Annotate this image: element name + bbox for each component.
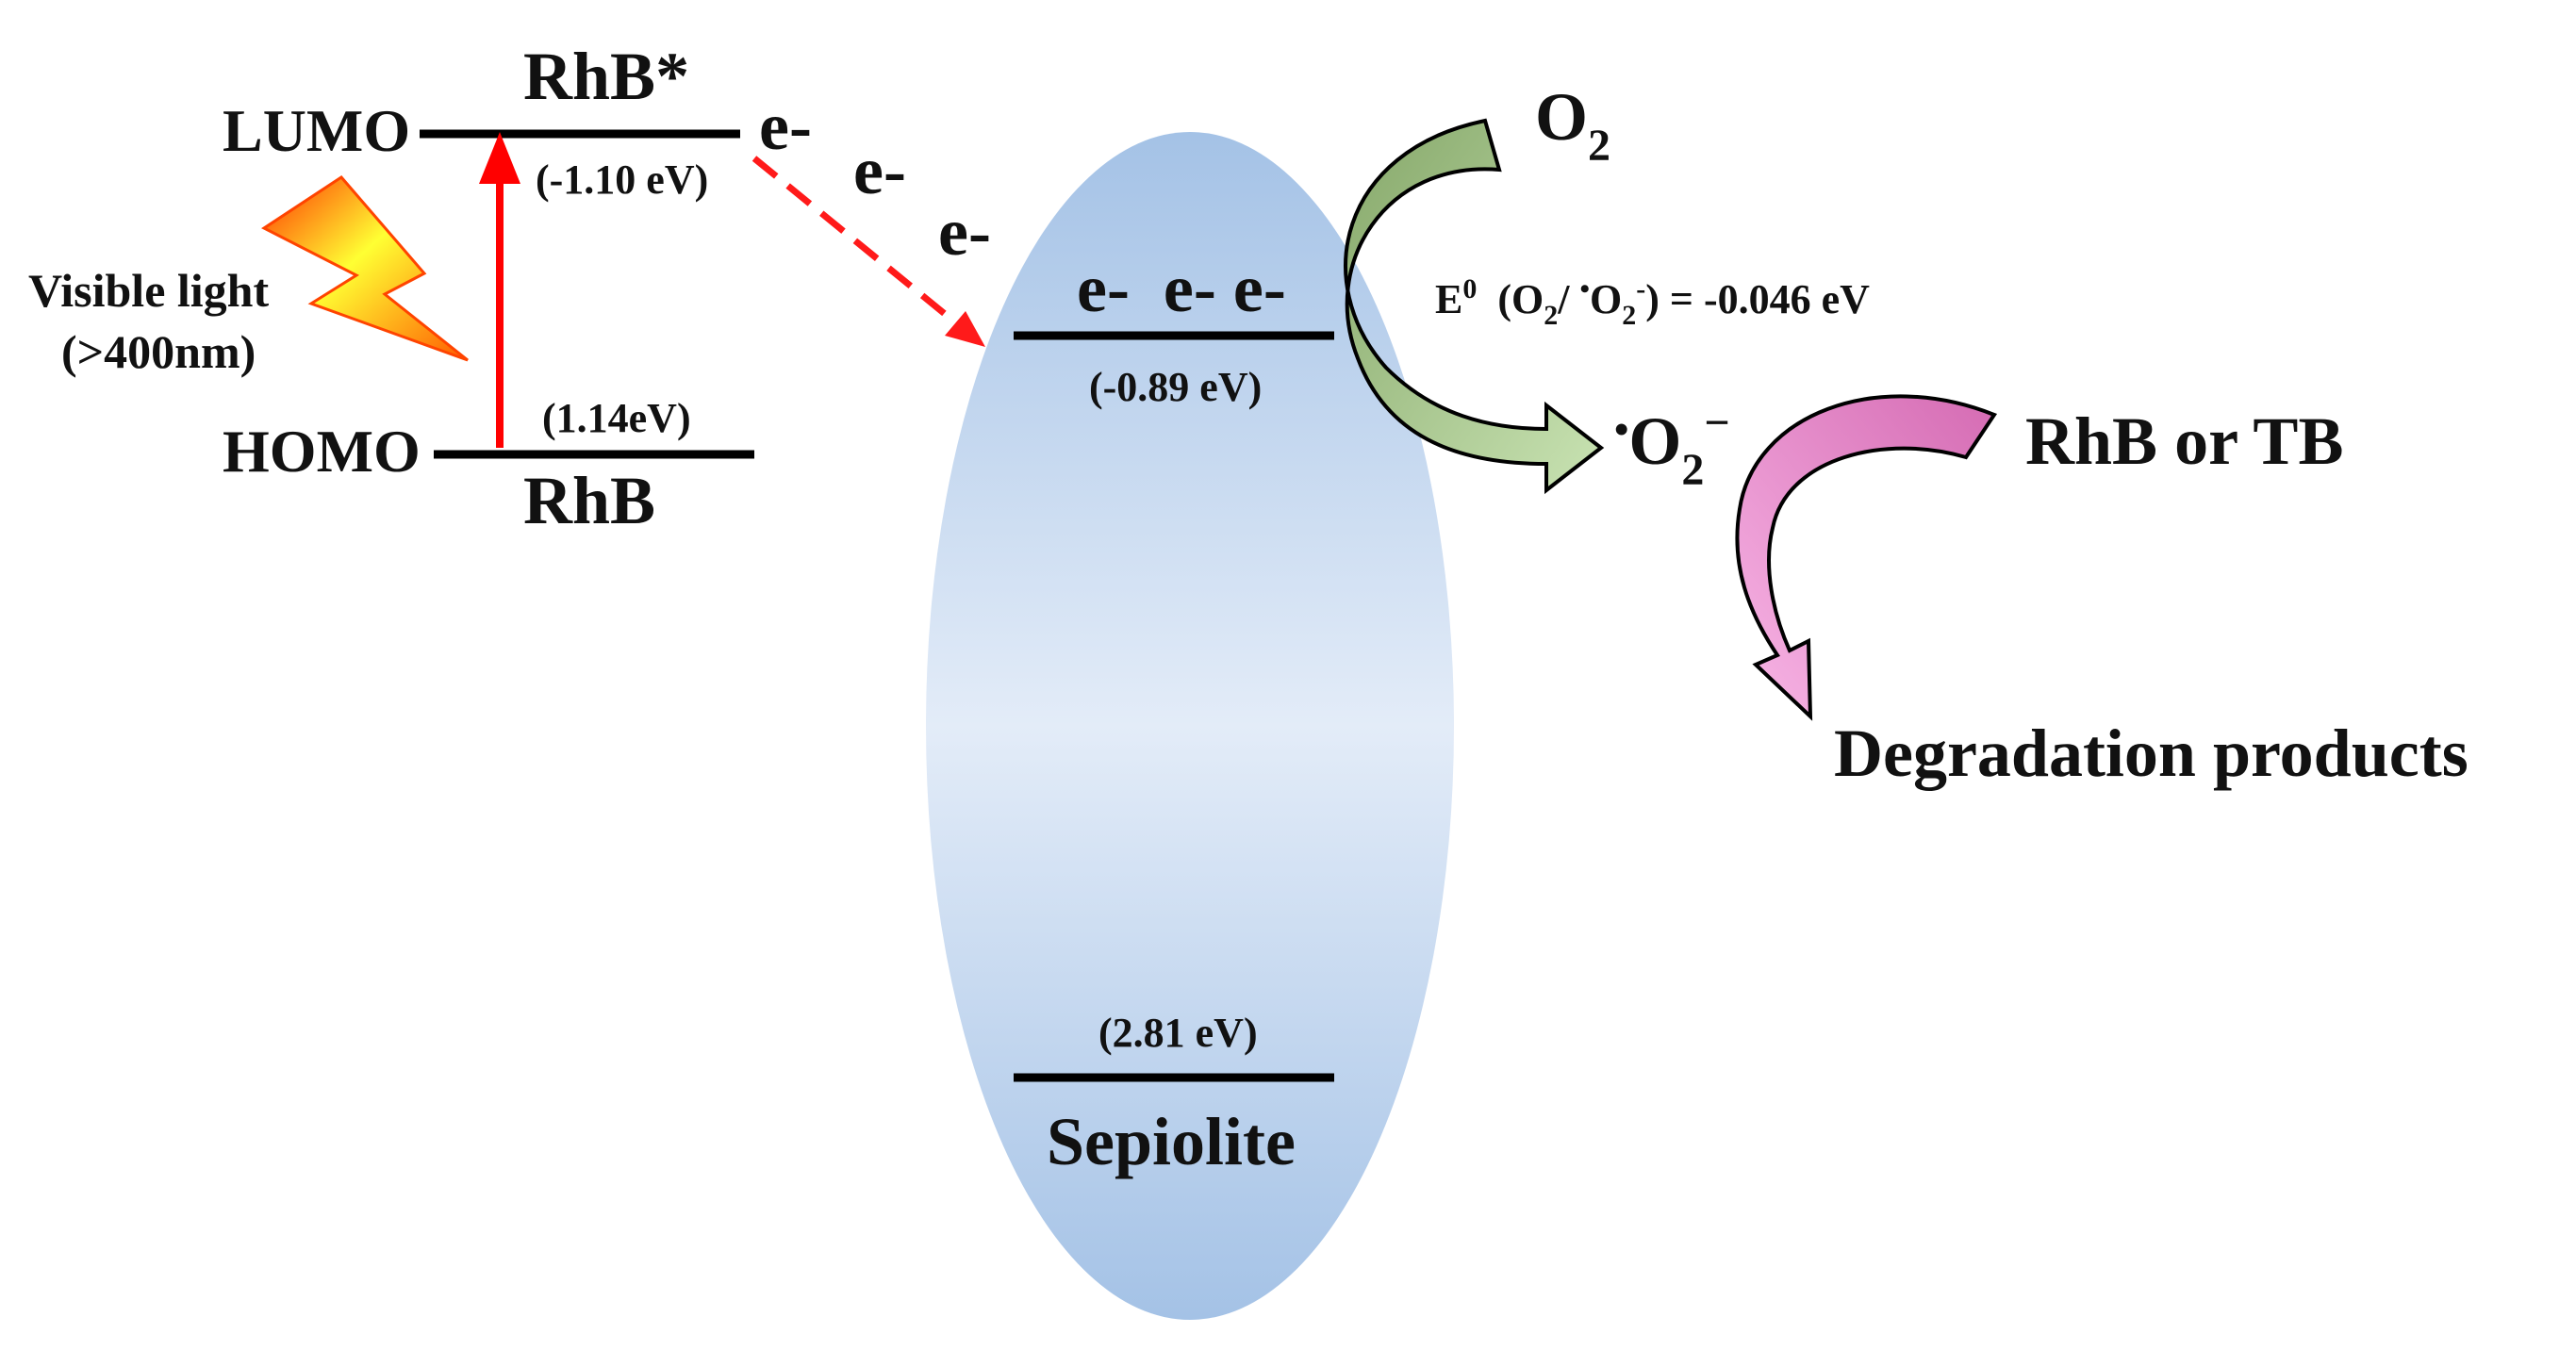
electron-label-1: e- xyxy=(759,89,812,164)
sepiolite-particle xyxy=(926,132,1454,1320)
sepiolite-vb-energy: (2.81 eV) xyxy=(1098,1010,1258,1056)
superoxide-label: •O2− xyxy=(1614,398,1730,495)
cb-electrons-label: e- e- e- xyxy=(1077,251,1286,326)
pollutant-label: RhB or TB xyxy=(2025,403,2343,479)
oxygen-label: O2 xyxy=(1535,79,1610,171)
rhb-excited-label: RhB* xyxy=(523,39,689,114)
electron-label-2: e- xyxy=(853,133,906,208)
oxygen-reduction-arrow xyxy=(1344,118,1605,495)
degradation-arrow xyxy=(1735,394,1998,721)
rhb-lumo-energy: (-1.10 eV) xyxy=(536,156,708,203)
rhb-ground-label: RhB xyxy=(523,463,655,538)
lightning-bolt-icon xyxy=(261,175,469,362)
homo-label: HOMO xyxy=(223,418,421,485)
sepiolite-label: Sepiolite xyxy=(1047,1104,1296,1179)
electron-transfer-arrow-head xyxy=(945,311,985,347)
electron-transfer-arrow xyxy=(751,156,963,329)
electron-label-3: e- xyxy=(938,194,991,270)
rhb-homo-energy: (1.14eV) xyxy=(542,395,691,441)
degradation-products-label: Degradation products xyxy=(1834,716,2469,791)
excitation-arrow-head xyxy=(479,132,520,184)
sepiolite-cb-energy: (-0.89 eV) xyxy=(1089,364,1262,410)
visible-light-label: Visible light xyxy=(28,264,269,317)
wavelength-label: (>400nm) xyxy=(61,325,256,378)
redox-potential-equation: E0 (O2/ •O2-) = -0.046 eV xyxy=(1435,273,1870,331)
lumo-label: LUMO xyxy=(223,97,410,164)
